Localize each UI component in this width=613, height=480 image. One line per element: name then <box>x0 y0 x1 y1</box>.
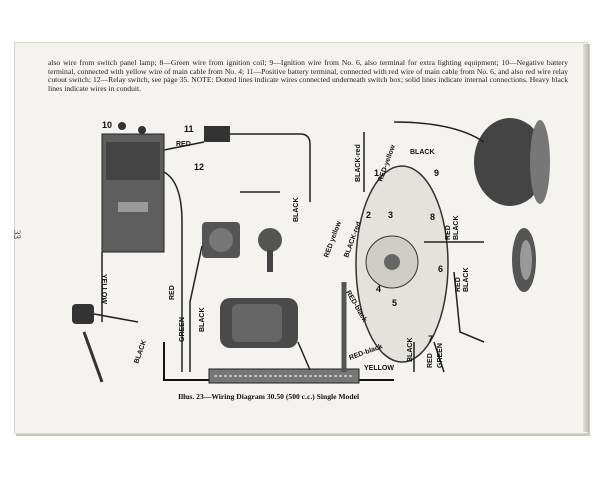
callout-3: 3 <box>388 210 393 220</box>
wiring-diagram: RED BLACK YELLOW RED GREEN BLACK BLACK B… <box>72 118 550 384</box>
headlamp <box>474 118 550 206</box>
callout-5: 5 <box>392 298 397 308</box>
label-black-4: BLACK <box>407 338 414 363</box>
callout-7: 7 <box>428 334 433 344</box>
relay-switch <box>204 126 230 142</box>
callout-6: 6 <box>438 264 443 274</box>
label-red-3: RED <box>427 353 434 368</box>
figure-caption: Illus. 23—Wiring Diagram 30.50 (500 c.c.… <box>178 392 360 401</box>
battery <box>101 122 165 253</box>
switch-panel-lamp <box>72 304 104 383</box>
callout-2: 2 <box>366 210 371 220</box>
label-yellow-2: YELLOW <box>364 365 394 372</box>
label-black-5: BLACK <box>463 268 470 293</box>
label-green-2: GREEN <box>437 343 444 368</box>
label-red-5: RED <box>445 225 452 240</box>
label-black-top: BLACK <box>410 149 435 156</box>
callout-numbers: 1 2 3 4 5 6 7 8 9 10 11 12 <box>102 120 443 344</box>
callout-9: 9 <box>434 168 439 178</box>
timer <box>258 228 282 272</box>
label-red-yellow-2: RED yellow <box>323 220 343 259</box>
callout-12: 12 <box>194 162 204 172</box>
callout-11: 11 <box>184 124 194 134</box>
legend-paragraph: also wire from switch panel lamp; 8—Gree… <box>48 58 568 93</box>
label-black-1: BLACK <box>293 198 300 223</box>
generator <box>220 298 298 348</box>
label-black-red-1: BLACK-red <box>355 144 362 182</box>
label-red-black-2: RED-black <box>348 343 383 362</box>
callout-8: 8 <box>430 212 435 222</box>
tail-lamp <box>512 228 536 292</box>
label-red-4: RED <box>455 277 462 292</box>
label-yellow-1: YELLOW <box>100 274 107 304</box>
callout-10: 10 <box>102 120 112 130</box>
ignition-coil <box>202 222 240 258</box>
label-red-1: RED <box>176 141 191 148</box>
page-spine-edge <box>583 44 589 432</box>
switch-panel <box>355 165 449 363</box>
callout-1: 1 <box>374 168 379 178</box>
label-black-3: BLACK <box>133 339 148 364</box>
label-black-2: BLACK <box>199 308 206 333</box>
label-green-1: GREEN <box>179 317 186 342</box>
conduit-cable <box>163 342 394 384</box>
label-black-6: BLACK <box>453 216 460 241</box>
wires <box>93 121 485 373</box>
callout-4: 4 <box>376 284 381 294</box>
label-red-2: RED <box>169 285 176 300</box>
